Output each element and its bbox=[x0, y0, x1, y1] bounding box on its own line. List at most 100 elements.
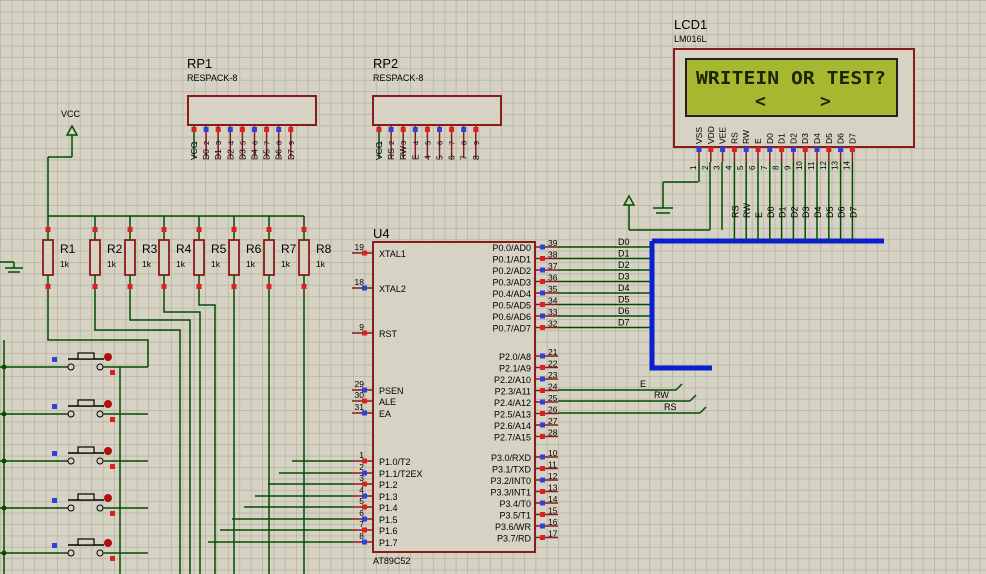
mcu-right-pin-number: 27 bbox=[548, 416, 558, 426]
lcd-wire-label: D2 bbox=[789, 206, 799, 218]
rp2-pin-number: 6 bbox=[436, 141, 445, 145]
data-wire-label: D6 bbox=[618, 306, 630, 316]
rp1-pin-name: D7 bbox=[286, 149, 296, 160]
mcu-left-pin-name: P1.5 bbox=[379, 515, 398, 525]
lcd-ref: LCD1 bbox=[674, 17, 707, 32]
rp1-pin-marker bbox=[264, 127, 270, 132]
lcd-screen bbox=[685, 58, 898, 117]
resistor-body bbox=[228, 239, 240, 276]
rp2-pin-marker bbox=[388, 127, 394, 132]
resistor-body bbox=[298, 239, 310, 276]
lcd-wire-label: D6 bbox=[837, 206, 847, 218]
resistor-route-wire bbox=[163, 300, 201, 574]
mcu-right-pin-name: P0.7/AD7 bbox=[492, 324, 531, 334]
mcu-right-pin-number: 26 bbox=[548, 405, 558, 415]
resistor-pin-marker bbox=[266, 227, 272, 232]
mcu-right-pin-name: P3.6/WR bbox=[495, 522, 532, 532]
rp1-pin-marker bbox=[191, 127, 197, 132]
rp1-pin-name: D4 bbox=[250, 149, 260, 160]
rp1-pin-number: 1 bbox=[190, 141, 199, 145]
rp2-pin-marker bbox=[400, 127, 406, 132]
mcu-pin-marker bbox=[540, 388, 545, 393]
mcu-pin-marker bbox=[540, 500, 545, 506]
lcd-line2: < > bbox=[755, 91, 831, 112]
mcu-at89c52[interactable]: U4 AT89C52 19XTAL118XTAL29RST29PSEN30ALE… bbox=[352, 226, 558, 566]
mcu-pin-marker bbox=[362, 410, 367, 416]
resistor-pin-marker bbox=[301, 284, 307, 289]
mcu-pin-marker bbox=[540, 477, 545, 483]
resistor-value: 1k bbox=[176, 259, 186, 269]
mcu-pin-marker bbox=[540, 489, 545, 494]
rp1-pin-number: 3 bbox=[214, 141, 223, 145]
rp2-pin-name: E bbox=[410, 154, 420, 160]
resistor-value: 1k bbox=[142, 259, 152, 269]
button-led bbox=[104, 539, 112, 547]
resistor-pin-marker bbox=[92, 227, 98, 232]
mcu-left-pin-number: 31 bbox=[355, 402, 365, 412]
resistor-route-wire bbox=[47, 300, 149, 367]
resistor-pack-rp1[interactable]: RP1 RESPACK-8 VCC1D02D13D24D35D46D57D68D… bbox=[187, 56, 317, 160]
button-led bbox=[104, 353, 112, 361]
lcd-pin-marker bbox=[779, 147, 785, 152]
button-pin-marker bbox=[110, 464, 115, 469]
mcu-left-pin-number: 8 bbox=[359, 531, 364, 541]
mcu-pin-marker bbox=[362, 387, 367, 393]
mcu-pin-marker bbox=[362, 481, 367, 487]
button-pin-marker bbox=[110, 511, 115, 516]
mcu-left-pin-number: 18 bbox=[355, 277, 365, 287]
rp2-pin-name: 6 bbox=[447, 155, 457, 160]
mcu-right-pin-name: P0.6/AD6 bbox=[492, 312, 531, 322]
lcd-pin-name: D6 bbox=[836, 133, 846, 144]
rp1-pin-name: D2 bbox=[225, 149, 235, 160]
mcu-right-pin-number: 34 bbox=[548, 296, 558, 306]
button-led bbox=[104, 400, 112, 408]
resistor-ref: R2 bbox=[107, 242, 123, 256]
mcu-left-pin-number: 5 bbox=[359, 496, 364, 506]
mcu-right-pin-name: P3.2/INT0 bbox=[490, 476, 531, 486]
lcd-wire-label: D0 bbox=[766, 206, 776, 218]
mcu-left-pin-name: P1.1/T2EX bbox=[379, 469, 423, 479]
mcu-left-pin-number: 7 bbox=[359, 519, 364, 529]
push-buttons bbox=[0, 352, 148, 561]
rp2-pin-marker bbox=[437, 127, 442, 132]
mcu-ref: U4 bbox=[373, 226, 390, 241]
mcu-pin-marker bbox=[540, 535, 545, 540]
vcc-terminal[interactable]: VCC bbox=[47, 109, 81, 216]
lcd-pin-name: D0 bbox=[765, 133, 775, 144]
mcu-right-pin-number: 24 bbox=[548, 382, 558, 392]
lcd-pin-number: 8 bbox=[772, 165, 781, 170]
rp2-pin-number: 2 bbox=[387, 141, 396, 145]
mcu-pin-marker bbox=[540, 279, 545, 284]
rp1-pin-number: 8 bbox=[275, 141, 284, 145]
lcd-module[interactable]: LCD1 LM016L WRITEIN OR TEST? < > VSS1VDD… bbox=[673, 17, 915, 170]
mcu-pin-marker bbox=[540, 302, 545, 307]
mcu-pin-marker bbox=[540, 411, 545, 416]
mcu-left-pin-number: 4 bbox=[359, 485, 364, 495]
lcd-pins: VSS1VDD2VEE3RS4RW5E6D07D18D29D310D411D51… bbox=[689, 126, 857, 170]
lcd-pin-marker bbox=[696, 147, 702, 152]
rp1-pin-name: D5 bbox=[262, 149, 272, 160]
mcu-right-pin-number: 13 bbox=[548, 483, 558, 493]
lcd-line1: WRITEIN OR TEST? bbox=[696, 68, 886, 89]
lcd-pin-name: D5 bbox=[824, 133, 834, 144]
mcu-pin-marker bbox=[540, 399, 545, 405]
mcu-right-pin-name: P2.6/A14 bbox=[494, 421, 531, 431]
button-contact bbox=[96, 410, 104, 418]
resistor-pin-marker bbox=[127, 227, 133, 232]
lcd-wire-label: D3 bbox=[801, 206, 811, 218]
mcu-left-pin-number: 29 bbox=[355, 379, 365, 389]
lcd-part: LM016L bbox=[674, 34, 707, 44]
resistor-route-wire bbox=[129, 300, 191, 574]
mcu-right-pin-number: 37 bbox=[548, 261, 558, 271]
control-wire-entry bbox=[699, 406, 707, 414]
rp2-pin-number: 9 bbox=[472, 141, 481, 145]
lcd-pin-marker bbox=[838, 147, 844, 152]
mcu-right-pin-name: P2.0/A8 bbox=[499, 352, 531, 362]
lcd-ground-symbols bbox=[622, 181, 710, 231]
lcd-pin-marker bbox=[708, 147, 714, 152]
rp2-pin-marker bbox=[424, 127, 430, 132]
resistor-route-wire bbox=[198, 300, 216, 574]
